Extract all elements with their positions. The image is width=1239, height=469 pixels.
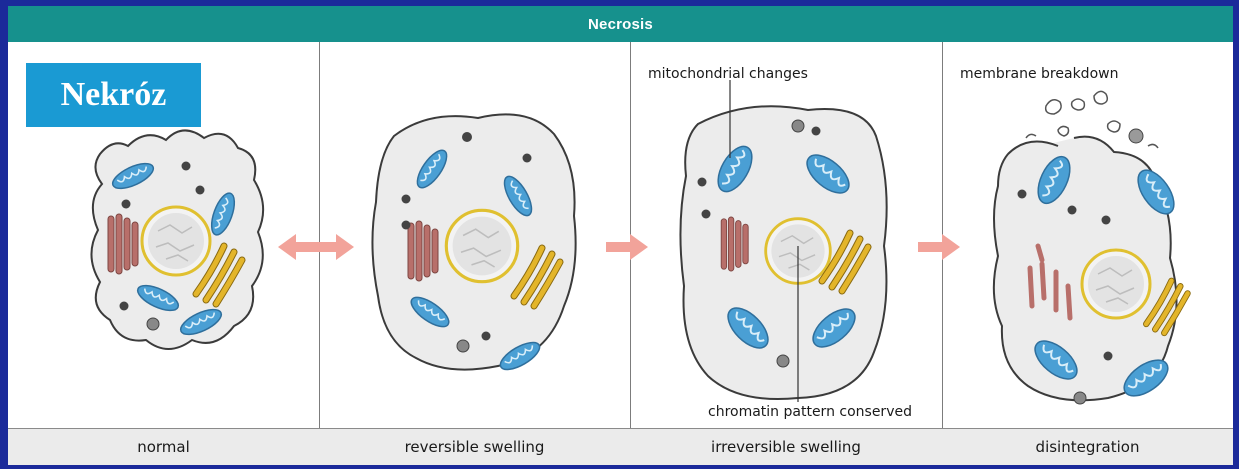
annotation-membrane-breakdown: membrane breakdown [960,66,1118,82]
stage-label-irreversible: irreversible swelling [630,429,942,465]
necrosis-diagram: Necrosis [8,6,1233,465]
arrow-right-icon [606,234,648,260]
cell-reversible-swelling [372,114,575,374]
annotation-mitochondrial-changes: mitochondrial changes [648,66,808,82]
stage-label-normal: normal [8,429,319,465]
stage-label-bar: normal reversible swelling irreversible … [8,428,1233,465]
stage-label-disintegration: disintegration [942,429,1233,465]
arrow-right-icon [918,234,960,260]
annotation-chromatin-pattern: chromatin pattern conserved [708,404,912,420]
cell-disintegration [994,91,1188,404]
cell-normal [91,130,263,349]
stage-label-reversible: reversible swelling [319,429,630,465]
cell-irreversible-swelling [680,80,886,402]
language-badge: Nekróz [26,63,201,127]
double-arrow-icon [278,234,354,260]
